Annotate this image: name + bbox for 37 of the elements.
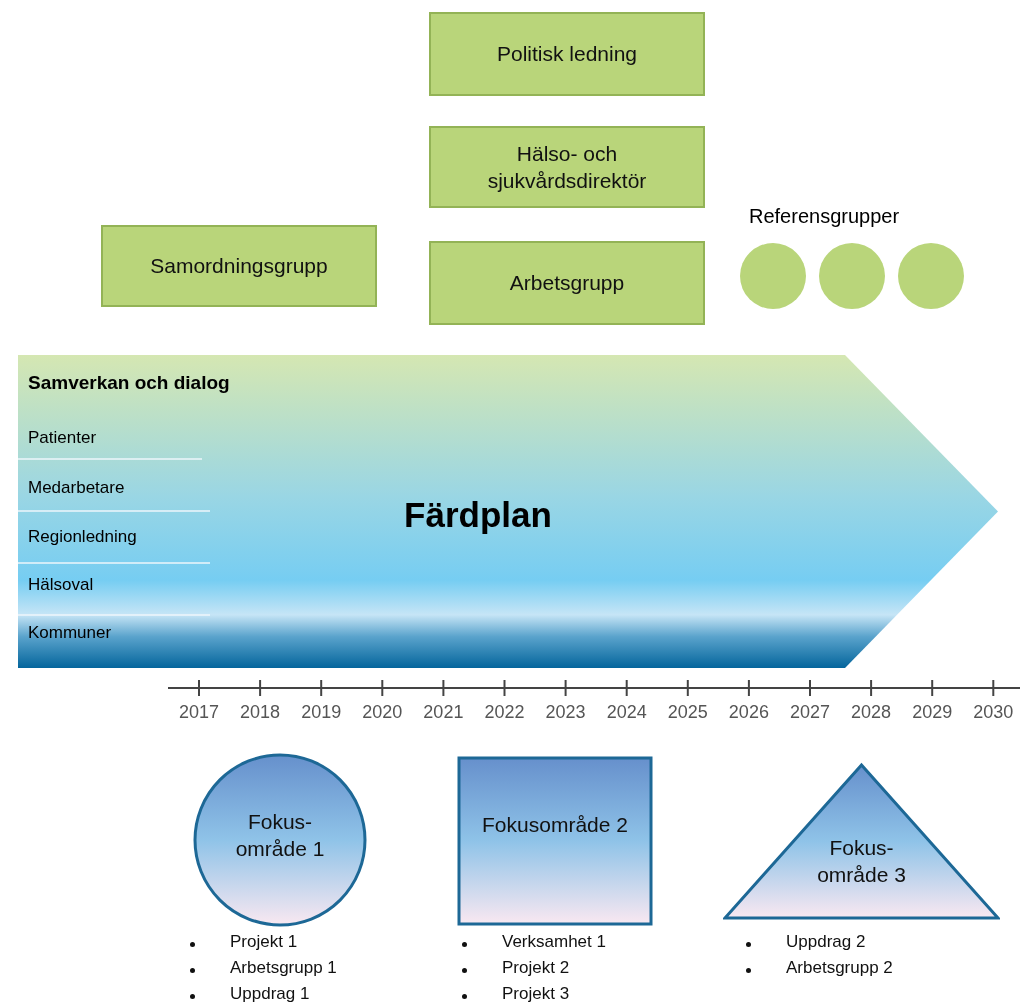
focus-area-label: Fokusområde 2	[481, 812, 629, 838]
year-label: 2027	[788, 702, 831, 723]
year-label: 2022	[483, 702, 526, 723]
org-box: Arbetsgrupp	[429, 241, 705, 325]
list-item: Projekt 3	[502, 984, 570, 1004]
list-item: Arbetsgrupp 1	[230, 958, 337, 978]
focus-area-label: Fokus- område 3	[816, 835, 907, 889]
year-label: 2024	[605, 702, 648, 723]
year-label: 2030	[972, 702, 1015, 723]
year-label: 2018	[239, 702, 282, 723]
focus-area-label: Fokus- område 1	[234, 809, 326, 863]
group-heading: Referensgrupper	[749, 205, 900, 228]
org-box: Hälso- och sjukvårdsdirektör	[429, 126, 705, 208]
list-item: Projekt 2	[502, 958, 570, 978]
list-item: Uppdrag 2	[786, 932, 866, 952]
stakeholder-label: Patienter	[28, 428, 97, 448]
stakeholder-label: Medarbetare	[28, 478, 125, 498]
year-label: 2021	[422, 702, 465, 723]
stakeholder-label: Hälsoval	[28, 575, 94, 595]
roadmap-title: Färdplan	[403, 495, 553, 535]
year-label: 2028	[850, 702, 893, 723]
list-item: Uppdrag 1	[230, 984, 310, 1004]
org-box: Politisk ledning	[429, 12, 705, 96]
year-label: 2023	[544, 702, 587, 723]
year-label: 2019	[300, 702, 343, 723]
list-item: Arbetsgrupp 2	[786, 958, 893, 978]
year-label: 2017	[177, 702, 220, 723]
stakeholder-label: Regionledning	[28, 527, 137, 547]
stakeholder-label: Kommuner	[28, 623, 112, 643]
section-heading: Samverkan och dialog	[28, 372, 230, 394]
year-label: 2029	[911, 702, 954, 723]
year-label: 2026	[727, 702, 770, 723]
list-item: Projekt 1	[230, 932, 298, 952]
org-box: Samordningsgrupp	[101, 225, 377, 307]
year-label: 2025	[666, 702, 709, 723]
list-item: Verksamhet 1	[502, 932, 606, 952]
year-label: 2020	[361, 702, 404, 723]
